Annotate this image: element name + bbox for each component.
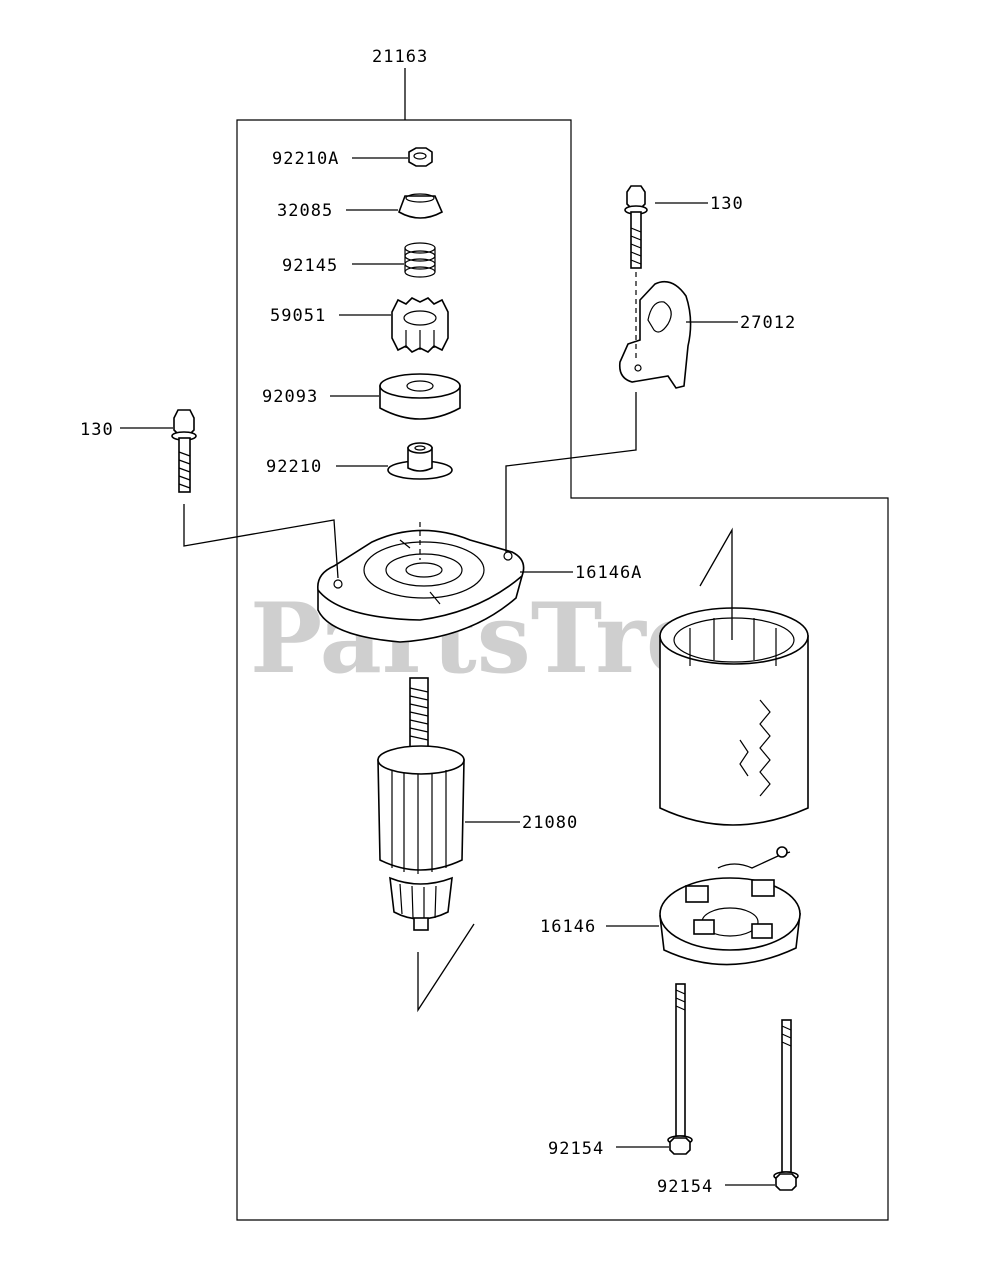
label-16146A[interactable]: 16146A <box>575 563 642 583</box>
bolt-icon[interactable] <box>171 409 197 493</box>
bracket-icon[interactable] <box>618 280 692 389</box>
label-92154-2[interactable]: 92154 <box>657 1177 713 1197</box>
bolt-icon[interactable] <box>624 185 648 269</box>
assembly-frame <box>236 119 889 1221</box>
washer-icon[interactable] <box>379 373 461 420</box>
long-bolt-icon[interactable] <box>773 1019 799 1191</box>
housing-icon <box>659 607 809 826</box>
label-130-right[interactable]: 130 <box>710 194 744 214</box>
spring-icon[interactable] <box>404 242 436 278</box>
assembly-lines <box>183 272 733 1013</box>
label-92145[interactable]: 92145 <box>282 256 338 276</box>
label-92093[interactable]: 92093 <box>262 387 318 407</box>
label-21163[interactable]: 21163 <box>372 47 428 67</box>
brush-holder-icon[interactable] <box>659 846 801 966</box>
collar-icon[interactable] <box>387 442 453 480</box>
label-27012[interactable]: 27012 <box>740 313 796 333</box>
label-92210[interactable]: 92210 <box>266 457 322 477</box>
label-16146[interactable]: 16146 <box>540 917 596 937</box>
label-21080[interactable]: 21080 <box>522 813 578 833</box>
label-130-left[interactable]: 130 <box>80 420 114 440</box>
nut-icon[interactable] <box>408 147 433 167</box>
cap-icon[interactable] <box>398 193 444 219</box>
label-32085[interactable]: 32085 <box>277 201 333 221</box>
long-bolt-icon[interactable] <box>667 983 693 1155</box>
label-92154-1[interactable]: 92154 <box>548 1139 604 1159</box>
label-92210A[interactable]: 92210A <box>272 149 339 169</box>
label-59051[interactable]: 59051 <box>270 306 326 326</box>
gear-icon[interactable] <box>391 297 449 353</box>
armature-icon[interactable] <box>377 677 465 931</box>
cover-icon[interactable] <box>317 529 525 643</box>
